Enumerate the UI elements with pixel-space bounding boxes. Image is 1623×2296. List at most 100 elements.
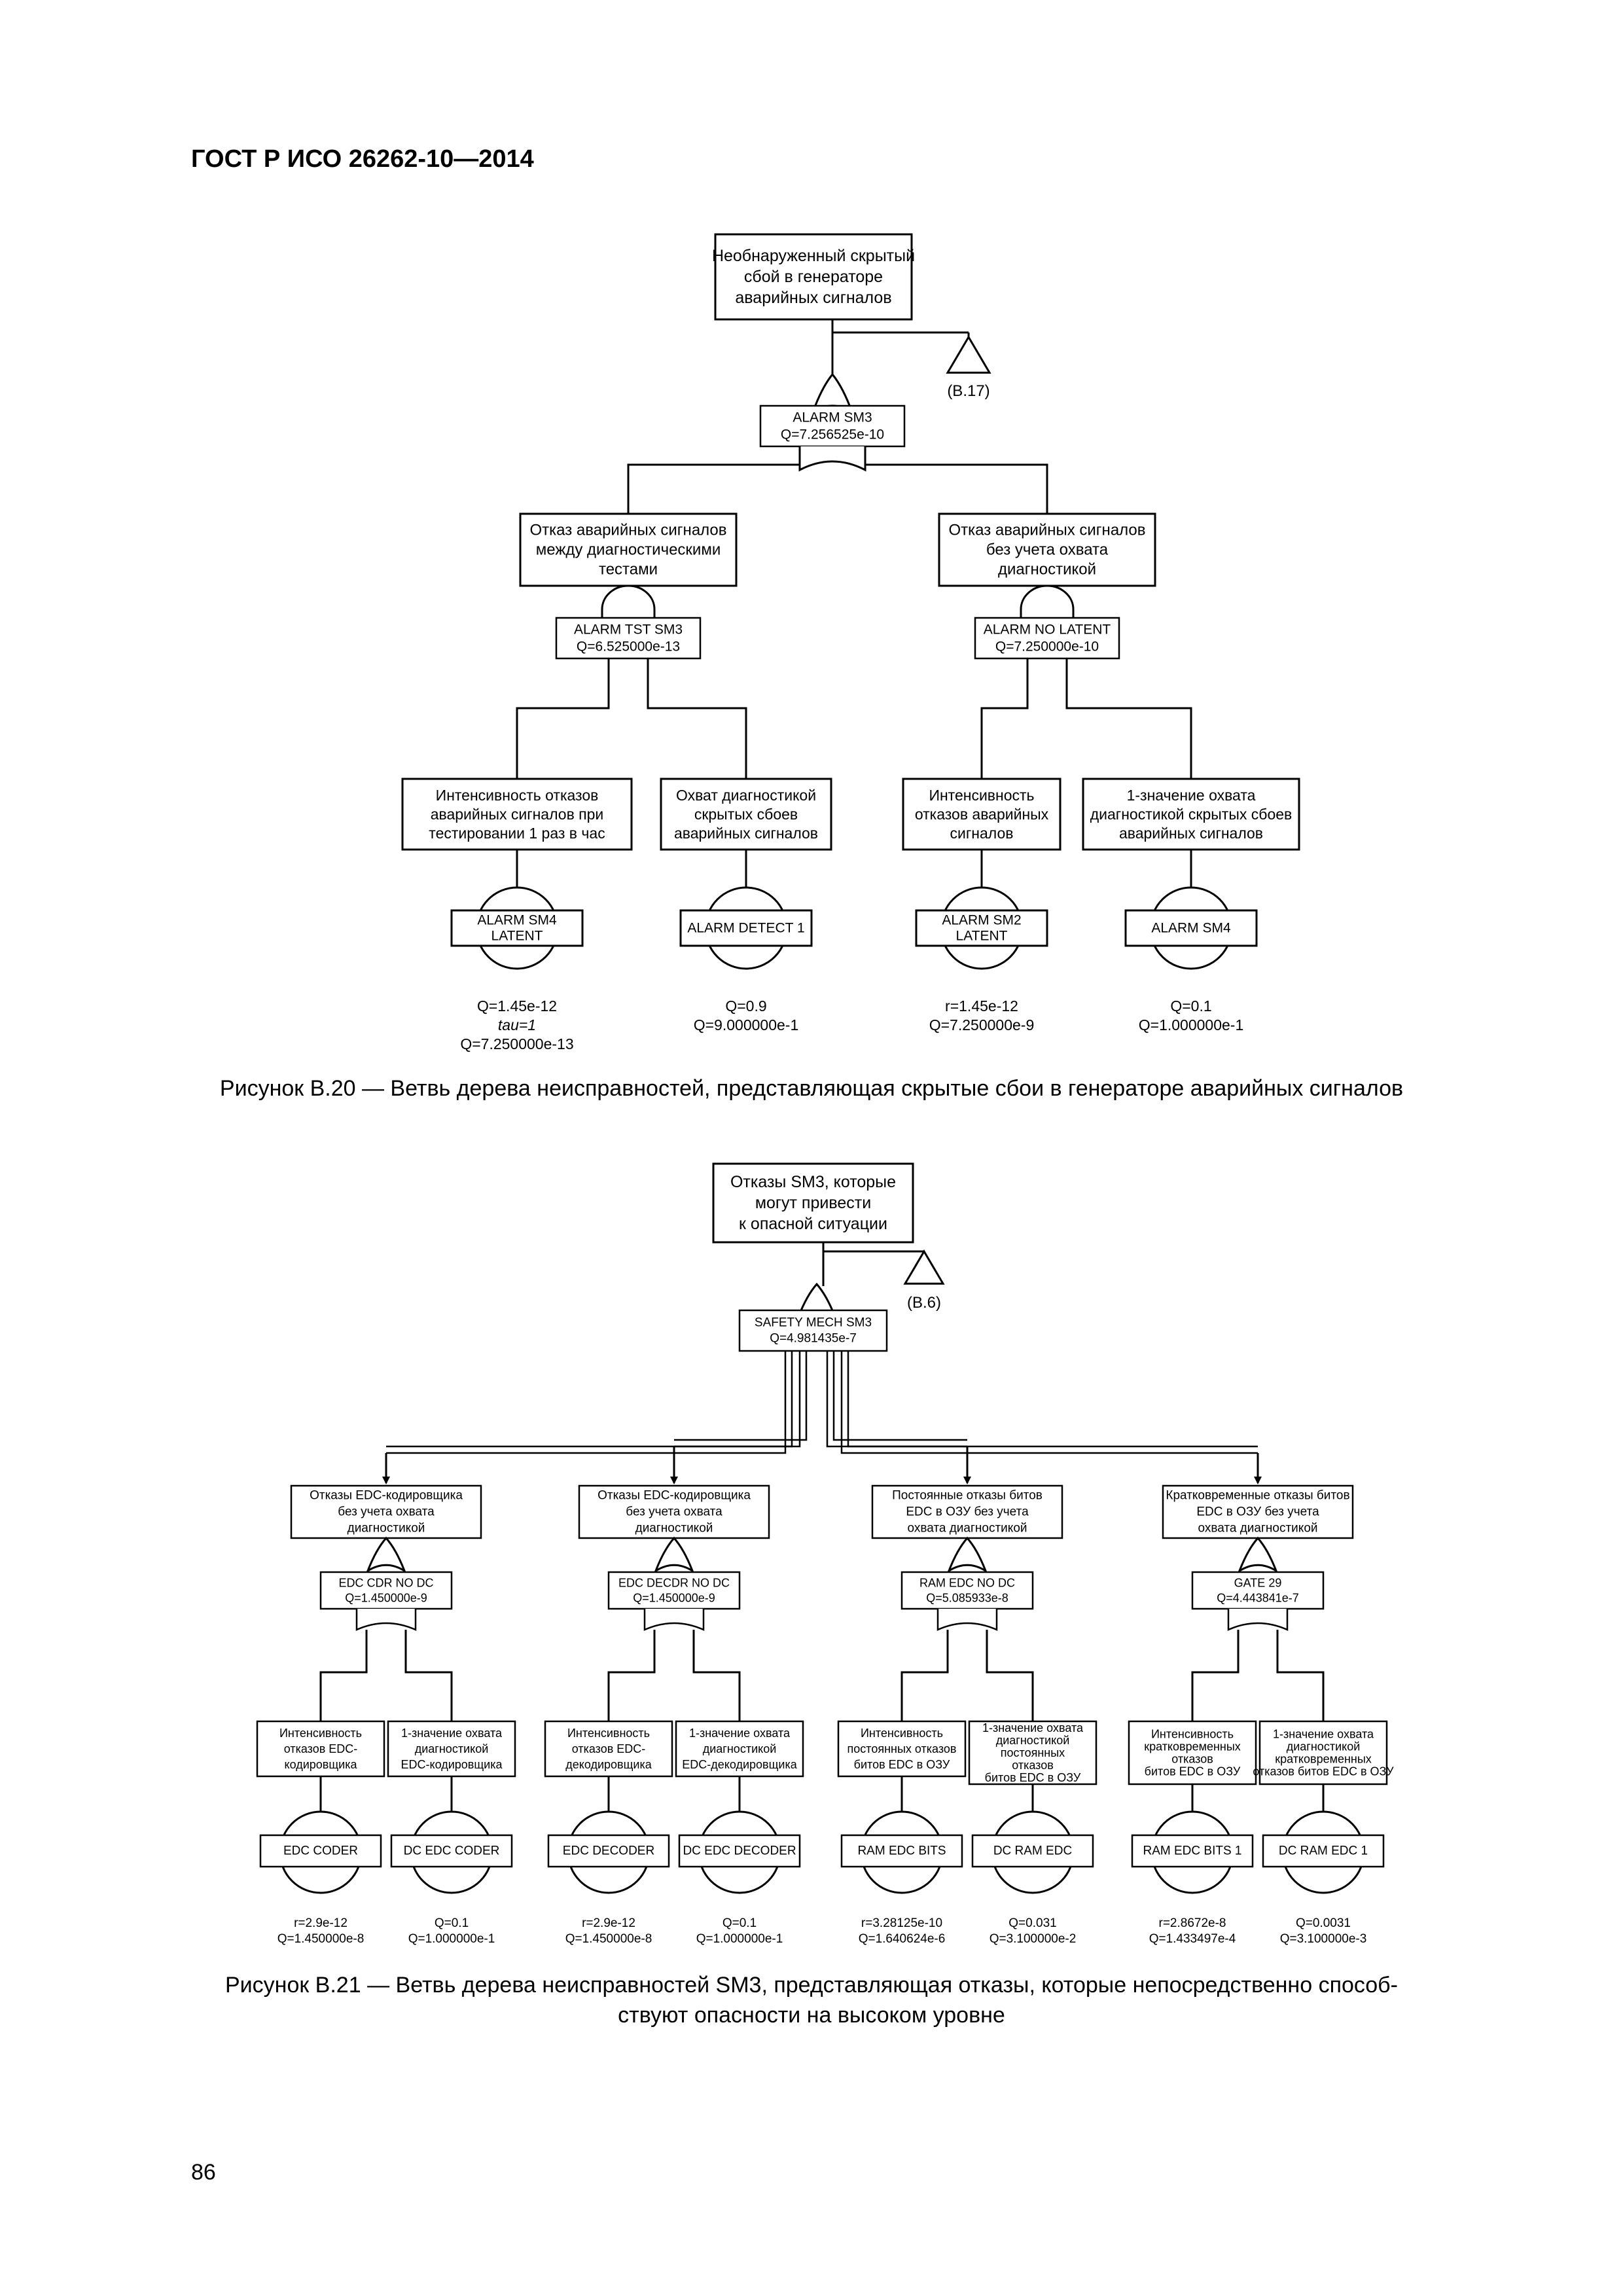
top-event-label: сбой в генераторе — [744, 268, 883, 286]
branch-event-2-label: без учета охвата — [986, 541, 1109, 559]
branch-event-1-label: тестами — [599, 561, 658, 579]
sm3-branch-event-2-box — [578, 1484, 770, 1539]
top-event-sm3-box — [712, 1162, 914, 1244]
figure-b20-caption: Рисунок В.20 — Ветвь дерева неисправност… — [219, 1076, 1404, 1101]
connector-line — [386, 1351, 787, 1454]
branch-gate-2-box — [974, 617, 1120, 660]
basic-event-2-1-label: ALARM SM2 — [942, 913, 1021, 928]
sm3-leaf-event-1-1-label: кодировщика — [285, 1758, 358, 1771]
sm3-leaf-event-1-1-label: Интенсивность — [279, 1727, 362, 1740]
probability-value: Q=1.45e-12 — [477, 997, 557, 1014]
sm3-leaf-event-1-2-label: EDC-кодировщика — [401, 1758, 503, 1771]
sm3-branch-event-1-box — [290, 1484, 482, 1539]
sm3-leaf-event-1-2-label: 1-значение охвата — [401, 1727, 503, 1740]
connector-line — [986, 1630, 1034, 1721]
branch-gate-2-label: Q=7.250000e-10 — [995, 639, 1099, 655]
basic-event-1-2-label: ALARM DETECT 1 — [687, 921, 804, 936]
leaf-event-1-2-label: аварийных сигналов — [674, 825, 818, 842]
sm3-basic-event-1-1-box — [259, 1834, 382, 1868]
connector-line — [1276, 1630, 1325, 1721]
leaf-event-1-2-label: скрытых сбоев — [694, 806, 798, 823]
probability-value: Q=0.1 — [1170, 997, 1211, 1014]
probability-value: Q=0.1 — [435, 1916, 469, 1930]
leaf-event-2-1-label: отказов аварийных — [915, 806, 1049, 823]
probability-value: Q=0.031 — [1008, 1916, 1056, 1930]
transfer-triangle — [946, 335, 991, 374]
sm3-branch-event-2-label: диагностикой — [635, 1522, 713, 1535]
sm3-branch-event-4-label: охвата диагностикой — [1198, 1522, 1318, 1535]
basic-event-1-1-box — [450, 909, 584, 947]
sm3-branch-gate-2-label: Q=1.450000e-9 — [633, 1592, 715, 1605]
or-gate-base — [643, 1609, 705, 1631]
probability-value: Q=1.000000e-1 — [1139, 1016, 1244, 1033]
sm3-branch-gate-3-label: Q=5.085933e-8 — [926, 1592, 1008, 1605]
sm3-leaf-event-2-2-box — [675, 1720, 804, 1778]
connector-line — [607, 1630, 656, 1721]
sm3-basic-event-4-2-box — [1262, 1834, 1385, 1868]
or-gate-1 — [365, 1536, 407, 1573]
connector-line — [516, 658, 610, 779]
basic-event-2-1-box — [915, 909, 1048, 947]
sm3-leaf-event-1-2-box — [387, 1720, 516, 1778]
basic-event-2-2-label: ALARM SM4 — [1151, 921, 1231, 936]
sm3-leaf-event-2-1-label: Интенсивность — [567, 1727, 650, 1740]
sm3-leaf-event-2-2-label: диагностикой — [703, 1742, 777, 1755]
top-event-label: Необнаруженный скрытый — [712, 247, 915, 265]
gate-alarm-sm3-label: Q=7.256525e-10 — [781, 427, 884, 442]
or-gate-base — [936, 1609, 998, 1631]
sm3-basic-event-3-1-box — [840, 1834, 963, 1868]
probability-value: r=2.9e-12 — [582, 1916, 635, 1930]
sm3-leaf-event-3-2-label: отказов — [1012, 1759, 1054, 1772]
document-header: ГОСТ Р ИСО 26262-10—2014 — [191, 145, 534, 173]
branch-gate-2-label: ALARM NO LATENT — [984, 622, 1111, 637]
or-gate-3 — [946, 1536, 988, 1573]
sm3-leaf-event-4-2-label: диагностикой — [1287, 1740, 1361, 1753]
sm3-basic-event-3-1-label: RAM EDC BITS — [857, 1844, 946, 1858]
or-gate-base — [355, 1609, 417, 1631]
sm3-leaf-event-3-1-label: постоянных отказов — [847, 1742, 957, 1755]
probability-value: r=2.9e-12 — [294, 1916, 348, 1930]
sm3-leaf-event-4-2-label: 1-значение охвата — [1273, 1728, 1374, 1741]
probability-value: Q=1.450000e-8 — [565, 1932, 652, 1946]
probability-value: Q=1.640624e-6 — [859, 1932, 946, 1946]
sm3-basic-event-1-2-box — [390, 1834, 513, 1868]
branch-event-1-box — [519, 512, 738, 587]
connector-line — [674, 1351, 808, 1441]
probability-value: Q=7.250000e-9 — [929, 1016, 1035, 1033]
probability-value: Q=7.250000e-13 — [460, 1035, 573, 1052]
connector-line — [404, 1630, 453, 1721]
leaf-event-1-1-box — [401, 778, 633, 851]
connector-line — [386, 1351, 793, 1448]
sm3-leaf-event-2-1-box — [544, 1720, 673, 1778]
probability-value: Q=0.0031 — [1296, 1916, 1351, 1930]
sm3-branch-event-1-label: Отказы EDC-кодировщика — [310, 1489, 463, 1503]
leaf-event-1-1-label: Интенсивность отказов — [436, 787, 599, 804]
sm3-branch-gate-1-label: EDC CDR NO DC — [338, 1577, 433, 1590]
probability-value: Q=9.000000e-1 — [694, 1016, 799, 1033]
probability-value: tau=1 — [498, 1016, 536, 1033]
leaf-event-2-1-label: Интенсивность — [929, 787, 1034, 804]
top-event-sm3-label: могут привести — [755, 1194, 871, 1212]
leaf-event-2-2-label: аварийных сигналов — [1119, 825, 1263, 842]
sm3-basic-event-4-2-label: DC RAM EDC 1 — [1279, 1844, 1368, 1858]
sm3-leaf-event-3-2-label: диагностикой — [996, 1734, 1070, 1747]
and-gate-1 — [601, 584, 656, 623]
sm3-leaf-event-4-2-box — [1258, 1720, 1388, 1785]
or-gate-4 — [1237, 1536, 1279, 1573]
sm3-basic-event-4-1-box — [1131, 1834, 1254, 1868]
connector-line — [980, 658, 1029, 779]
sm3-leaf-event-2-2-label: 1-значение охвата — [689, 1727, 791, 1740]
sm3-leaf-event-2-1-label: декодировщика — [565, 1758, 652, 1771]
sm3-branch-gate-4-box — [1191, 1571, 1325, 1610]
connector-line — [1065, 658, 1192, 779]
connector-line — [832, 1351, 967, 1441]
probability-value: Q=3.100000e-3 — [1280, 1932, 1367, 1946]
probability-value: r=2.8672e-8 — [1159, 1916, 1226, 1930]
probability-value: Q=0.9 — [725, 997, 766, 1014]
transfer-label: (B.17) — [947, 382, 990, 400]
sm3-leaf-event-4-1-label: кратковременных — [1144, 1740, 1241, 1753]
gate-alarm-sm3-label: ALARM SM3 — [793, 410, 872, 425]
leaf-event-2-1-label: сигналов — [950, 825, 1014, 842]
